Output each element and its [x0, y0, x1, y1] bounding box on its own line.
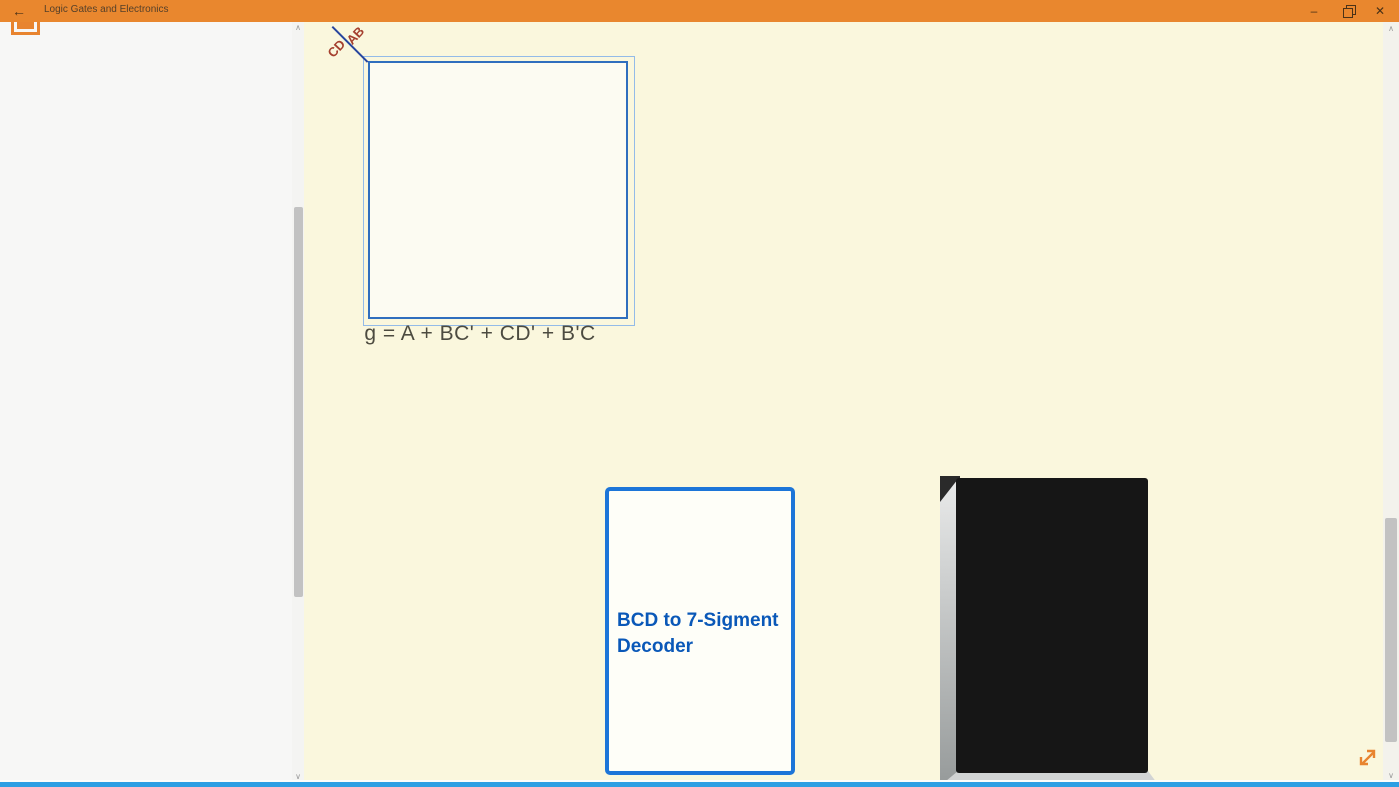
minimize-button[interactable]: – [1310, 4, 1318, 18]
title-bar: ← Logic Gates and Electronics – ✕ [0, 0, 1399, 22]
main-scrollbar-track[interactable]: ∧ ∨ [1383, 22, 1399, 782]
bottom-divider [0, 780, 1399, 782]
expand-fullscreen-icon[interactable] [1354, 744, 1382, 772]
kmap-formula: g = A + BC' + CD' + B'C [364, 322, 596, 345]
scroll-up-icon[interactable]: ∧ [1388, 24, 1394, 33]
main-scrollbar-thumb[interactable] [1385, 518, 1397, 742]
window-title: Logic Gates and Electronics [44, 4, 169, 15]
checkbox-icon [11, 22, 40, 36]
decoder-box [605, 487, 795, 775]
restore-icon [1343, 5, 1356, 18]
scroll-down-icon[interactable]: ∨ [295, 772, 301, 781]
sidebar-scrollbar-track[interactable]: ∧ ∨ [292, 22, 304, 782]
sidebar-scrollbar-thumb[interactable] [294, 207, 303, 597]
scroll-down-icon[interactable]: ∨ [1388, 771, 1394, 780]
back-icon[interactable]: ← [12, 3, 26, 19]
kmap-outer-border [363, 56, 635, 326]
bevel-left-face [940, 479, 958, 786]
karnaugh-map-grid [368, 61, 628, 319]
decoder-box-label: BCD to 7-Sigment Decoder [617, 608, 789, 660]
scroll-up-icon[interactable]: ∧ [295, 23, 301, 32]
restore-button[interactable] [1332, 0, 1364, 22]
decoder-label-line2: Decoder [617, 636, 694, 657]
close-button[interactable]: ✕ [1374, 4, 1386, 18]
sidebar-topic-list [0, 22, 292, 782]
seven-segment-display [956, 478, 1148, 773]
bottom-blue-strip [0, 782, 1399, 787]
sidebar-item-exclusive-or-gate[interactable] [0, 22, 292, 37]
decoder-label-line1: BCD to 7-Sigment [617, 610, 779, 631]
